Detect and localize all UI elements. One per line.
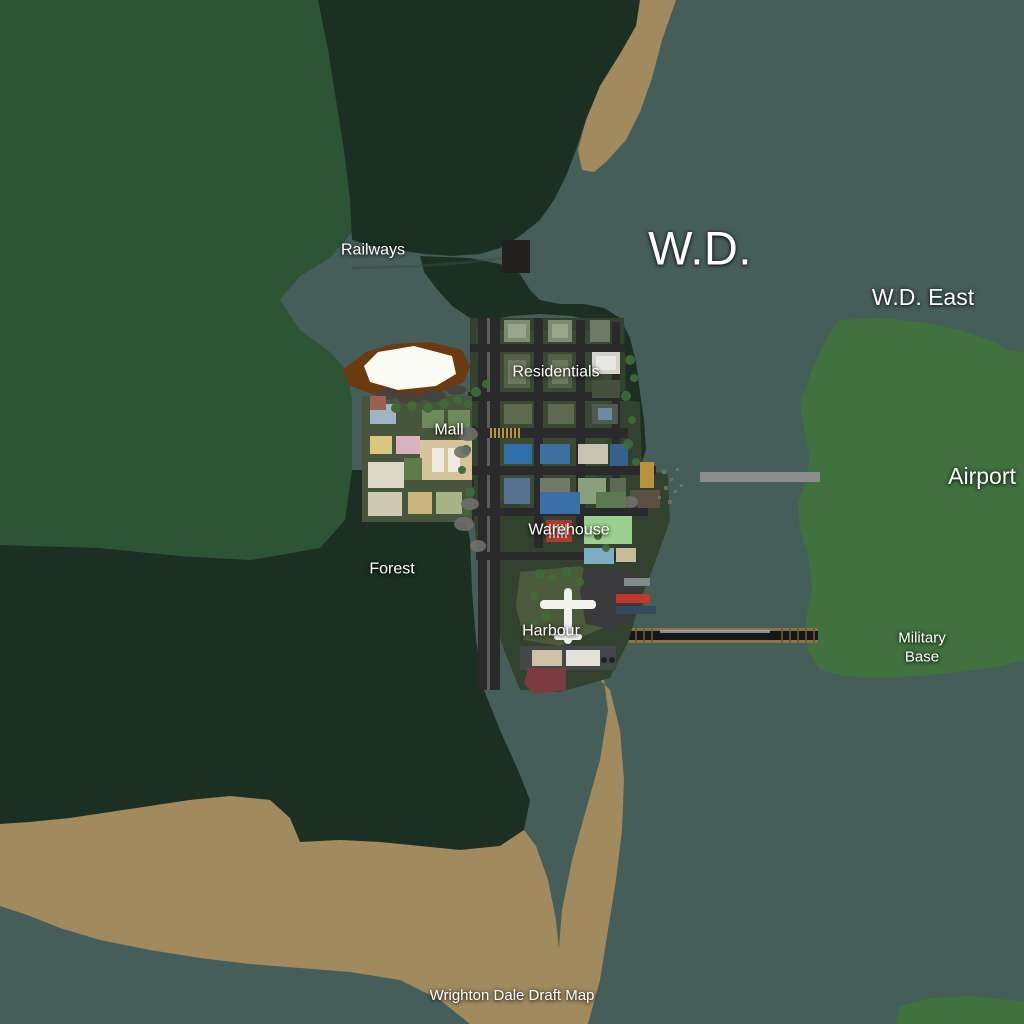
- region-causeway: [606, 628, 818, 643]
- harbour-district: [516, 566, 656, 694]
- region-north-beach: [578, 0, 676, 172]
- city-centre: [362, 318, 683, 694]
- label-wd-east[interactable]: W.D. East: [871, 283, 975, 310]
- region-central-dark-woods: [420, 256, 646, 492]
- label-railways[interactable]: Railways: [340, 241, 406, 259]
- airplane-icon: [540, 588, 596, 644]
- region-north-dark-woods: [318, 0, 640, 256]
- region-quarry: [342, 342, 470, 413]
- region-jetty: [700, 472, 820, 482]
- rock-cluster: [454, 427, 638, 552]
- mall-district: [362, 396, 472, 522]
- region-northwest-forest: [0, 0, 370, 560]
- label-mall[interactable]: Mall: [434, 421, 464, 439]
- rail-line-north: [351, 256, 503, 270]
- region-east-island: [798, 318, 1024, 678]
- region-harbour-beach: [524, 662, 624, 1024]
- label-residentials[interactable]: Residentials: [512, 363, 600, 381]
- label-warehouse[interactable]: Warehouse: [528, 521, 610, 539]
- label-harbour[interactable]: Harbour: [522, 622, 580, 640]
- label-airport[interactable]: Airport: [948, 462, 1016, 489]
- region-south-forest: [0, 470, 530, 850]
- label-forest[interactable]: Forest: [369, 560, 415, 578]
- region-southeast-patch: [896, 996, 1024, 1024]
- region-rail-station: [502, 240, 530, 273]
- region-south-beach: [0, 796, 560, 1024]
- label-military-base[interactable]: Military Base: [898, 629, 946, 665]
- label-wd[interactable]: W.D.: [648, 221, 752, 275]
- east-shore-detail: [638, 462, 683, 508]
- map-credit: Wrighton Dale Draft Map: [429, 987, 595, 1005]
- residential-blocks: [504, 320, 628, 504]
